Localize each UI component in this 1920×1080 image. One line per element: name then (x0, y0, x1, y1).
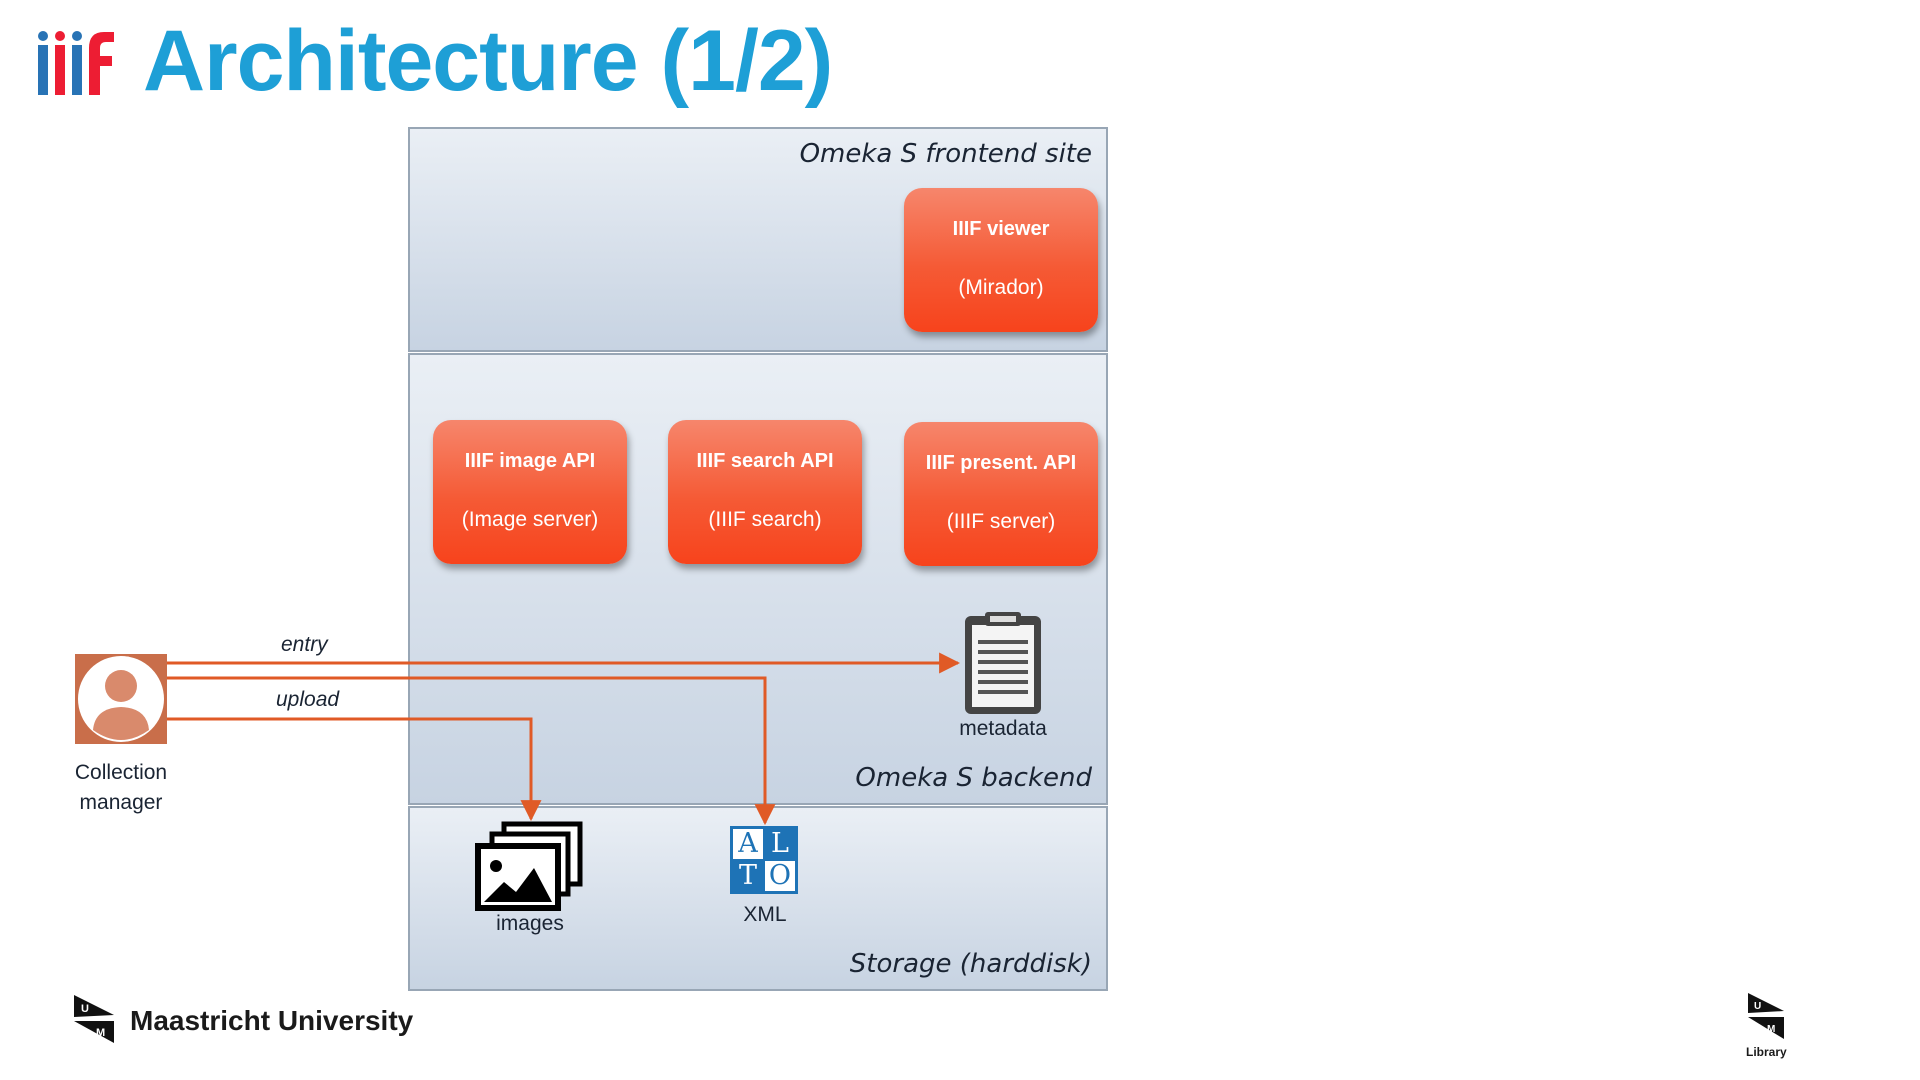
iiif-search-api-box: IIIF search API (IIIF search) (668, 420, 862, 564)
svg-text:M: M (1767, 1024, 1775, 1035)
images-label: images (496, 912, 564, 935)
alto-letter-l: L (771, 828, 789, 859)
iiif-image-api-name: IIIF image API (464, 450, 596, 472)
iiif-logo-icon (38, 31, 114, 95)
storage-panel-label: Storage (harddisk) (849, 949, 1092, 979)
collection-manager-label: Collection manager (50, 758, 192, 818)
person-icon (75, 654, 167, 744)
upload-flow-label: upload (276, 688, 340, 711)
alto-letter-o: O (765, 861, 795, 891)
page-title: Architecture (1/2) (143, 13, 833, 109)
metadata-label: metadata (959, 717, 1047, 740)
iiif-search-api-name: IIIF search API (696, 450, 834, 472)
um-logo-icon: U M (74, 995, 114, 1043)
svg-text:M: M (96, 1027, 105, 1039)
clipboard-icon (965, 612, 1041, 714)
svg-text:U: U (81, 1003, 89, 1015)
collection-manager-line1: Collection (74, 761, 168, 784)
alto-letter-a: A (733, 829, 763, 859)
collection-manager-line2: manager (79, 791, 163, 814)
xml-upload-arrow (167, 676, 776, 826)
iiif-present-api-name: IIIF present. API (925, 452, 1077, 474)
iiif-present-api-impl: (IIIF server) (946, 510, 1056, 533)
um-library-logo-icon: U M (1748, 993, 1784, 1039)
iiif-image-api-box: IIIF image API (Image server) (433, 420, 627, 564)
university-name: Maastricht University (130, 1005, 414, 1036)
frontend-panel-label: Omeka S frontend site (799, 139, 1092, 169)
iiif-present-api-box: IIIF present. API (IIIF server) (904, 422, 1098, 566)
iiif-viewer-box: IIIF viewer (Mirador) (904, 188, 1098, 332)
iiif-image-api-impl: (Image server) (461, 508, 599, 531)
iiif-viewer-name: IIIF viewer (952, 218, 1050, 240)
library-label: Library (1746, 1045, 1787, 1059)
image-upload-arrow (167, 717, 542, 822)
alto-icon: A L T O (730, 826, 798, 894)
svg-text:U: U (1754, 1001, 1761, 1012)
iiif-search-api-impl: (IIIF search) (708, 508, 822, 531)
iiif-viewer-impl: (Mirador) (958, 276, 1044, 299)
images-stack-icon (475, 821, 583, 911)
alto-letter-t: T (738, 860, 757, 891)
xml-label: XML (743, 903, 787, 926)
entry-flow-label: entry (281, 633, 328, 656)
backend-panel-label: Omeka S backend (855, 763, 1092, 793)
